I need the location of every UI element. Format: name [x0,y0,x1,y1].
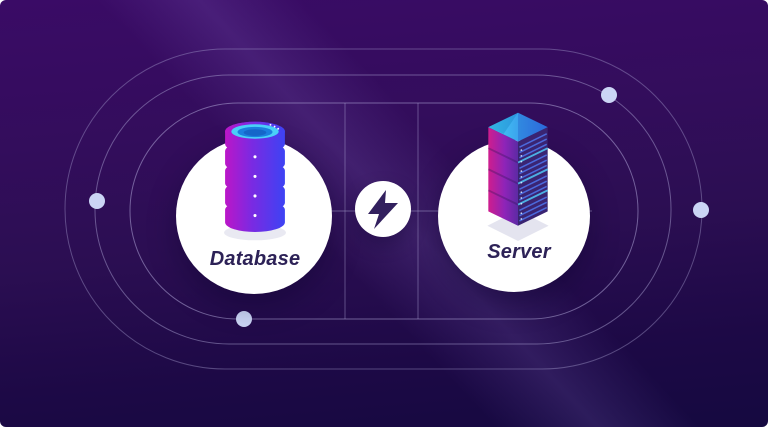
track-ring-middle [94,74,672,345]
database-icon [224,121,286,241]
track-dot [693,202,709,218]
server-icon [487,112,549,242]
database-label: Database [209,248,301,270]
track-dot [236,311,252,327]
track-dot [89,193,105,209]
server-label: Server [487,241,551,263]
lightning-badge [355,181,411,237]
track-ring-inner [129,102,639,320]
lightning-bolt-icon [368,190,398,229]
track-dot [601,87,617,103]
